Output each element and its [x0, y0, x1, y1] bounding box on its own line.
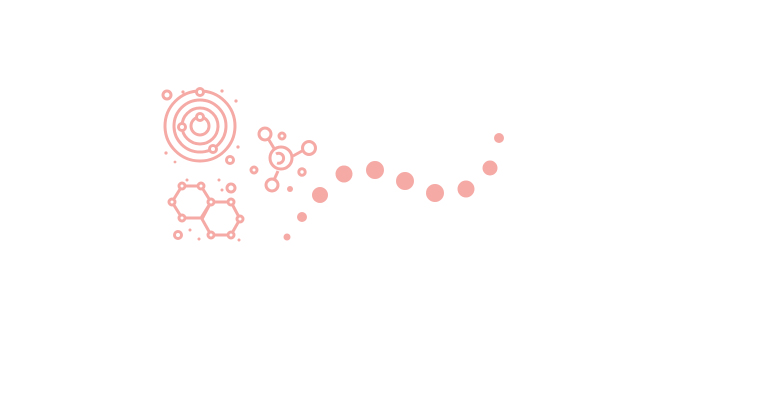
trail-dot	[366, 161, 384, 179]
trail-dot	[396, 172, 414, 190]
trail-dot	[494, 133, 504, 143]
speck	[173, 160, 177, 164]
dot-trail	[283, 133, 504, 241]
hex-node	[167, 197, 177, 207]
trail-dot	[297, 212, 307, 222]
atom-orbit-icon	[161, 87, 237, 165]
speck	[164, 151, 168, 155]
orbit-node	[195, 112, 205, 122]
molecule-node	[264, 177, 280, 193]
hex-node	[206, 230, 216, 240]
molecule-center	[268, 145, 294, 171]
hex-node	[226, 230, 236, 240]
molecule-node	[297, 167, 307, 177]
trail-dot	[457, 180, 475, 198]
speck	[220, 188, 224, 192]
hex-node	[173, 230, 183, 240]
orbit-node	[161, 89, 173, 101]
molecule-speck	[287, 186, 293, 192]
trail-dot	[426, 184, 444, 202]
hex-node	[196, 181, 206, 191]
speck	[236, 145, 240, 149]
molecule-icon	[249, 126, 317, 193]
speck	[237, 238, 241, 242]
trail-dot	[482, 160, 498, 176]
hex-node	[177, 181, 187, 191]
trail-dot	[312, 187, 328, 203]
trail-dot	[335, 165, 353, 183]
hexagon-right	[200, 200, 242, 237]
hexagon-lattice-icon	[167, 181, 245, 240]
molecule-inner-arc	[275, 151, 286, 165]
hex-node	[226, 197, 236, 207]
trail-dot	[283, 233, 291, 241]
orbit-node	[208, 144, 218, 154]
speck	[234, 99, 238, 103]
hex-node	[206, 197, 216, 207]
speck	[181, 90, 185, 94]
hexagon-specks	[185, 178, 241, 242]
speck	[188, 228, 192, 232]
hex-node	[235, 214, 245, 224]
hex-node	[225, 182, 237, 194]
orbit-specks	[164, 89, 240, 164]
speck	[220, 89, 224, 93]
orbit-node	[225, 155, 235, 165]
molecule-node	[301, 140, 317, 156]
speck	[185, 178, 189, 182]
speck	[217, 178, 221, 182]
molecule-node	[249, 165, 259, 175]
speck	[197, 237, 201, 241]
orbit-ring-middle	[172, 98, 228, 154]
hex-node	[177, 213, 187, 223]
molecule-node	[277, 131, 287, 141]
orbit-node	[177, 122, 187, 132]
molecule-node	[257, 126, 273, 142]
orbit-node	[195, 87, 205, 97]
